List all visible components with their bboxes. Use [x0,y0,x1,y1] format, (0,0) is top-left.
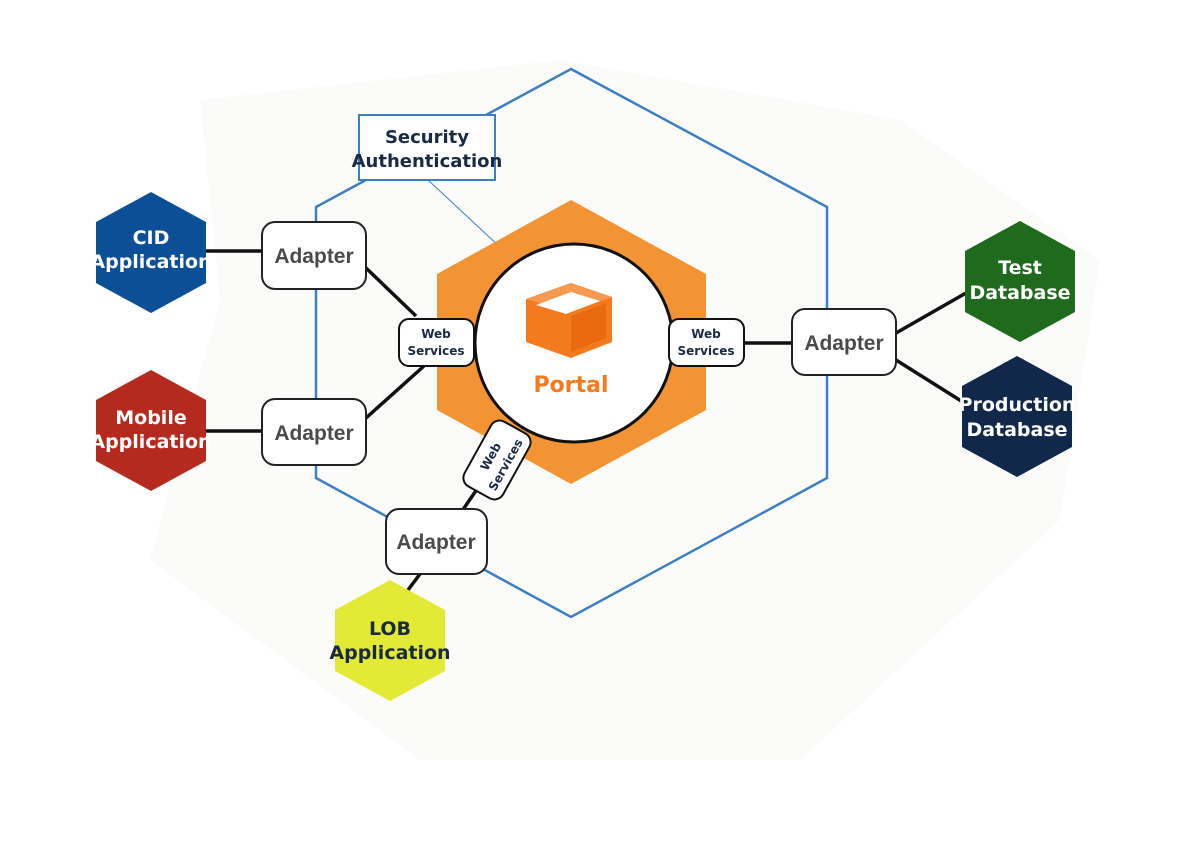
web-services-bottom[interactable]: Web Services [460,417,534,503]
adapter-lob-label: Adapter [396,531,475,554]
security-authentication-box[interactable]: Security Authentication [352,114,503,181]
connector-adapter3-lob [406,572,422,592]
test-db-line1: Test [998,257,1042,279]
adapter-database-label: Adapter [804,332,883,355]
mobile-app-line1: Mobile [115,407,186,429]
mobile-app-line2: Application [90,431,211,453]
cid-app-line2: Application [90,251,211,273]
web-services-right[interactable]: Web Services [668,318,745,367]
lob-app-line1: LOB [369,618,411,640]
ws-right-line1: Web [691,327,721,341]
connector-adapter-proddb [895,358,967,406]
lob-app-line2: Application [329,642,450,664]
test-database-hexagon[interactable]: Test Database [965,221,1075,342]
cid-app-line1: CID [133,227,170,249]
connector-adapter1-ws [364,266,418,318]
security-label-line1: Security [385,127,469,148]
cube-icon [526,283,612,358]
outer-boundary-hexagon [314,67,829,619]
ws-left-line2: Services [407,344,464,358]
production-database-hexagon[interactable]: Production Database [959,356,1076,477]
adapter-mobile-label: Adapter [274,422,353,445]
adapter-mobile[interactable]: Adapter [261,398,367,466]
ws-left-line1: Web [421,327,451,341]
adapter-database[interactable]: Adapter [791,308,897,376]
prod-db-line1: Production [959,394,1076,416]
adapter-cid[interactable]: Adapter [261,221,367,290]
test-db-line2: Database [969,282,1070,304]
adapter-cid-label: Adapter [274,245,353,268]
web-services-left[interactable]: Web Services [398,318,475,367]
connector-adapter-testdb [895,291,967,335]
connector-lines [205,249,967,592]
prod-db-line2: Database [966,419,1067,441]
ws-right-line2: Services [677,344,734,358]
mobile-application-hexagon[interactable]: Mobile Application [90,370,212,491]
lob-application-hexagon[interactable]: LOB Application [329,580,451,701]
security-label-line2: Authentication [352,151,503,172]
adapter-lob[interactable]: Adapter [385,508,488,575]
portal-label: Portal [534,373,609,398]
cid-application-hexagon[interactable]: CID Application [90,192,212,313]
connector-adapter2-ws [364,364,426,420]
